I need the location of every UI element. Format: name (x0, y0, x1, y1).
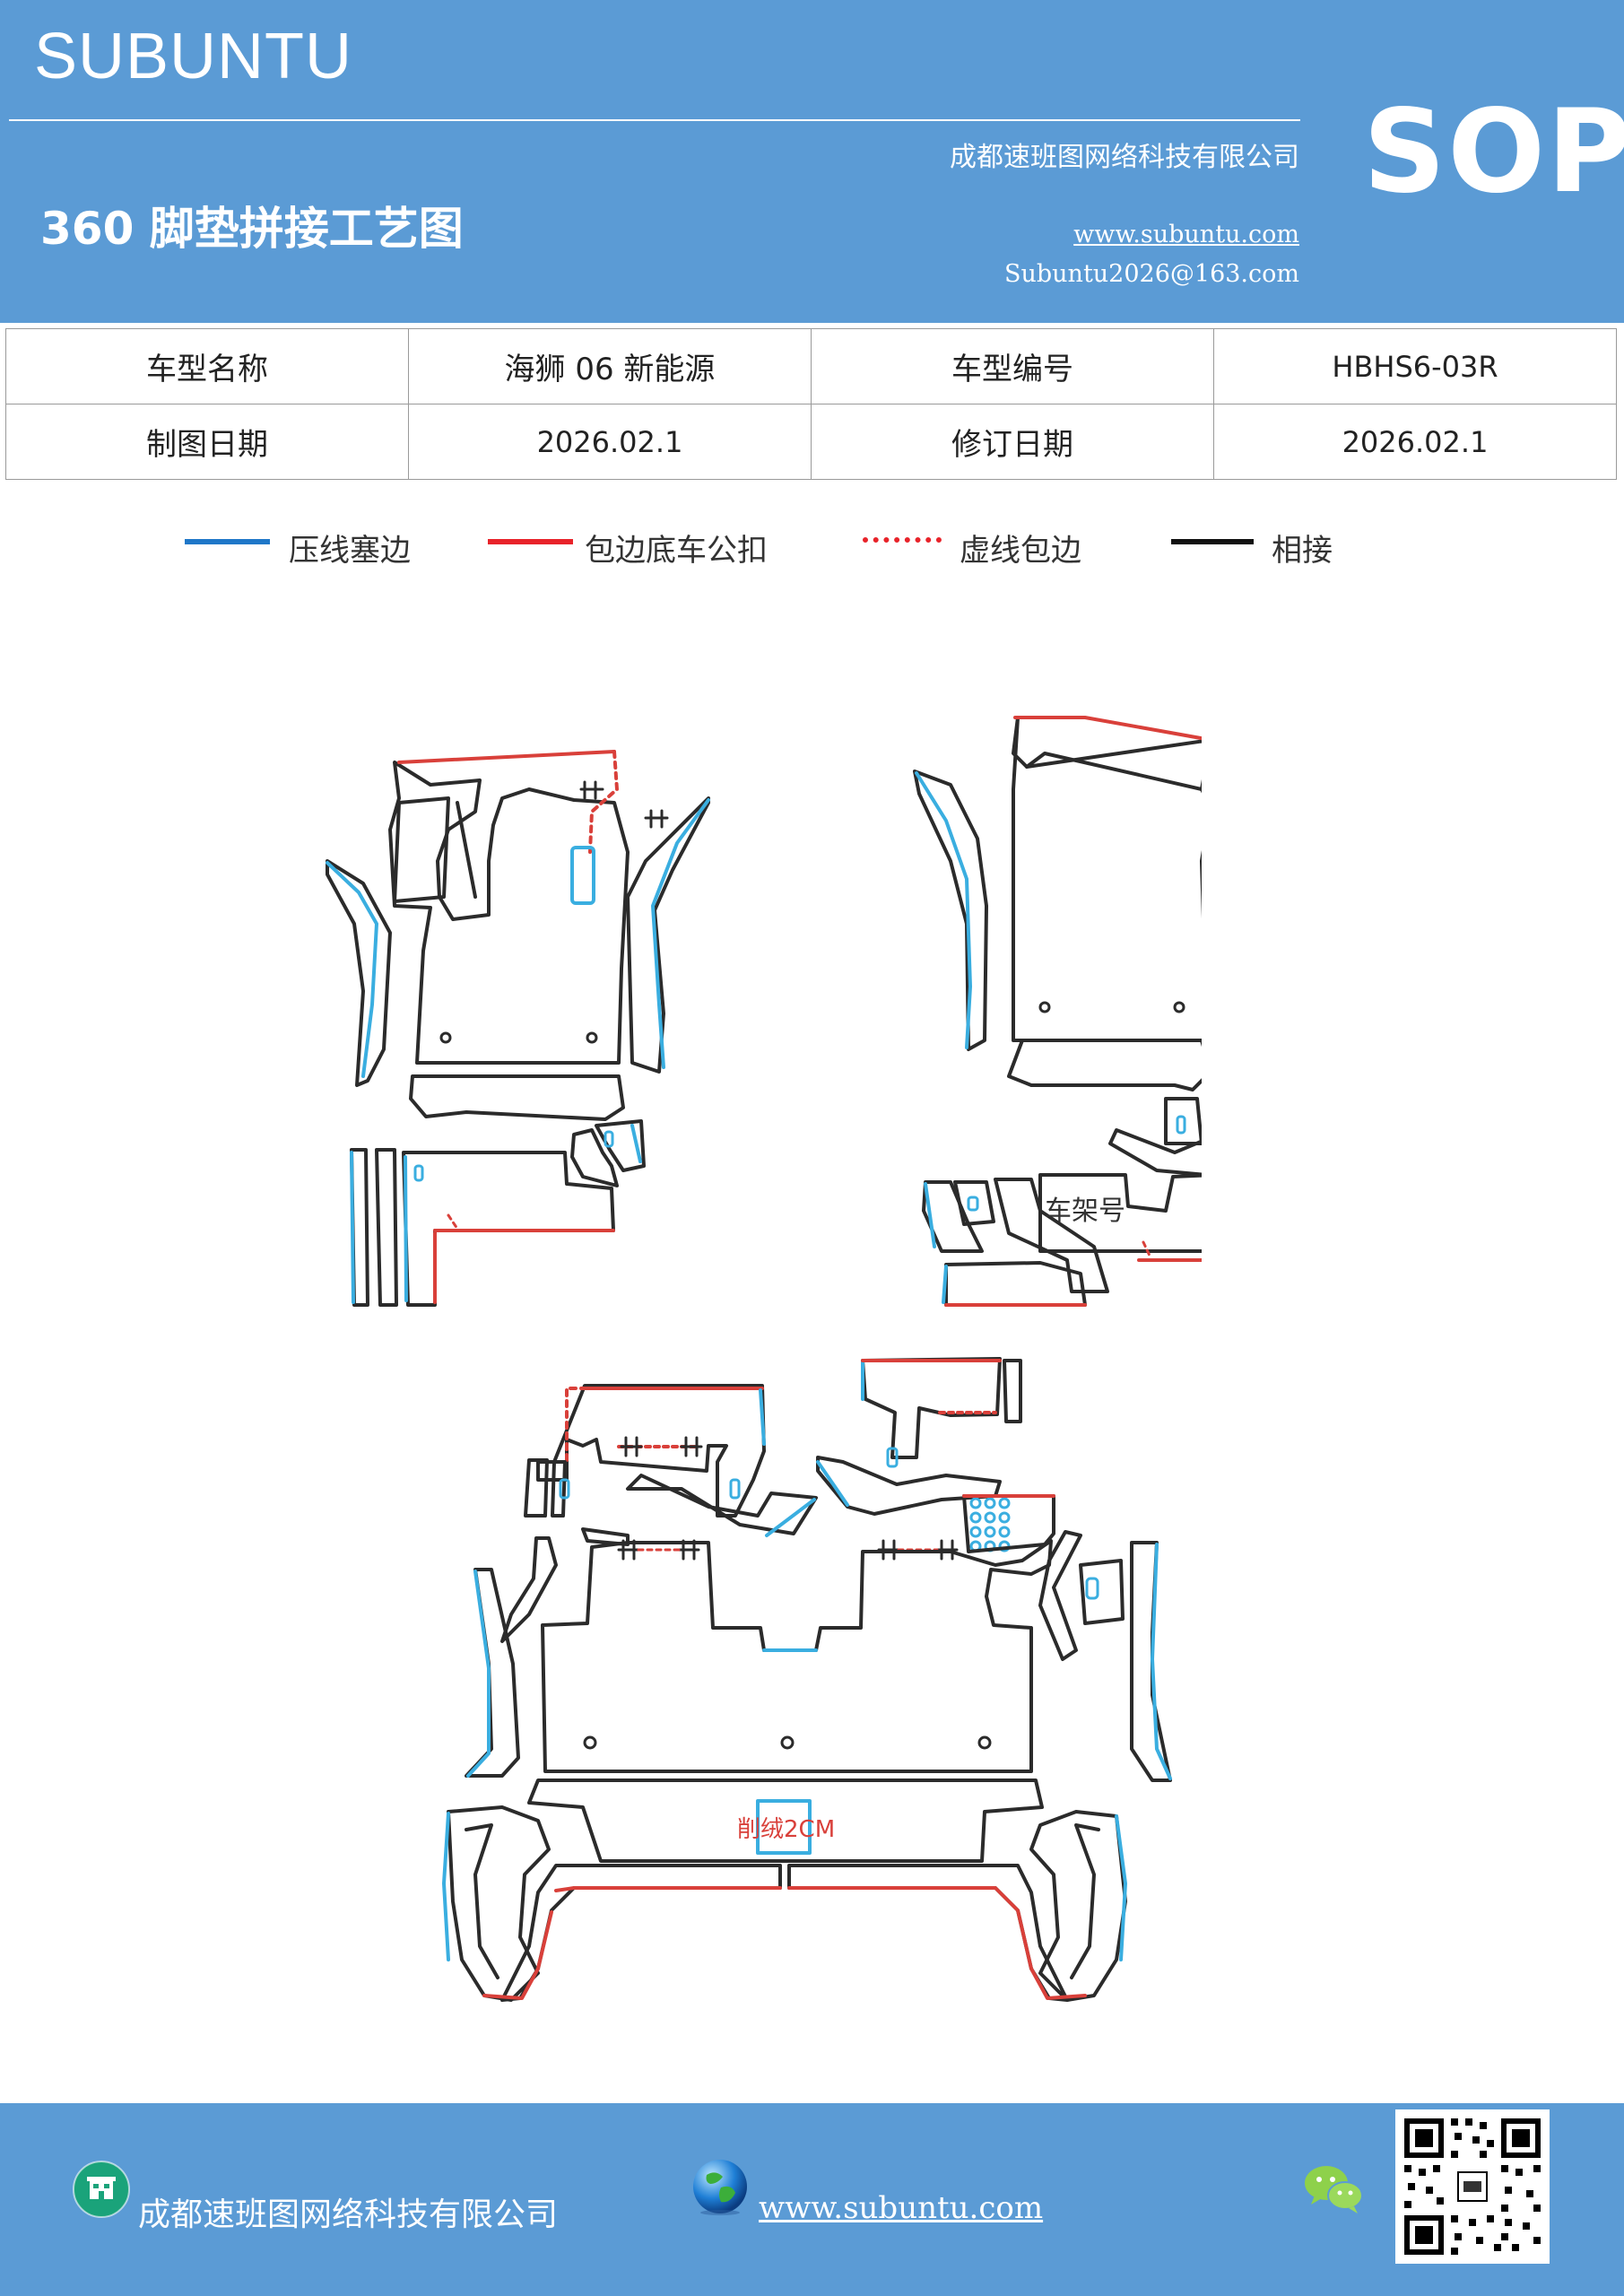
floor-mat-diagram: 车架号 (326, 716, 1202, 2002)
legend-swatch-blue (185, 539, 270, 544)
model-no-label: 车型编号 (811, 328, 1214, 404)
frame-number-label: 车架号 (1045, 1196, 1125, 1227)
globe-icon (693, 2160, 747, 2215)
sop-badge: SOP (1363, 85, 1624, 219)
header-company-name: 成都速班图网络科技有限公司 (950, 142, 1299, 173)
header-banner (0, 0, 1624, 323)
vehicle-info-table: 车型名称 海狮 06 新能源 车型编号 HBHS6-03R 制图日期 2026.… (5, 328, 1617, 480)
legend-label: 虚线包边 (960, 533, 1081, 569)
header-website-link[interactable]: www.subuntu.com (1073, 221, 1299, 248)
header-divider (9, 119, 1300, 121)
brand-logo-text: SUBUNTU (34, 21, 353, 92)
model-name-label: 车型名称 (5, 328, 409, 404)
building-icon (73, 2161, 130, 2218)
model-name-value: 海狮 06 新能源 (408, 328, 812, 404)
header-email: Subuntu2026@163.com (1004, 260, 1299, 288)
mat-piece-rear: 削绒2CM (442, 1357, 1172, 2002)
mat-piece-front-left (326, 750, 710, 1307)
rev-date-value: 2026.02.1 (1213, 404, 1617, 480)
rev-date-label: 修订日期 (811, 404, 1214, 480)
draw-date-value: 2026.02.1 (408, 404, 812, 480)
legend-label: 压线塞边 (289, 533, 411, 569)
legend-swatch-red-dotted (863, 537, 942, 543)
wechat-icon[interactable] (1302, 2161, 1365, 2215)
vent-holes (969, 1497, 1011, 1552)
draw-date-label: 制图日期 (5, 404, 409, 480)
footer-website-link[interactable]: www.subuntu.com (759, 2190, 1044, 2226)
mat-piece-front-right: 车架号 (913, 716, 1202, 1307)
legend-label: 相接 (1272, 533, 1333, 569)
cut-label: 削绒2CM (737, 1816, 835, 1843)
page-title: 360 脚垫拼接工艺图 (40, 203, 464, 255)
qr-code[interactable] (1395, 2109, 1550, 2264)
legend-swatch-red (488, 539, 573, 544)
legend-swatch-black (1171, 539, 1254, 544)
table-row: 车型名称 海狮 06 新能源 车型编号 HBHS6-03R (5, 328, 1617, 404)
model-no-value: HBHS6-03R (1213, 328, 1617, 404)
footer-company-name: 成都速班图网络科技有限公司 (138, 2196, 559, 2233)
legend-label: 包边底车公扣 (585, 533, 768, 569)
table-row: 制图日期 2026.02.1 修订日期 2026.02.1 (5, 404, 1617, 480)
